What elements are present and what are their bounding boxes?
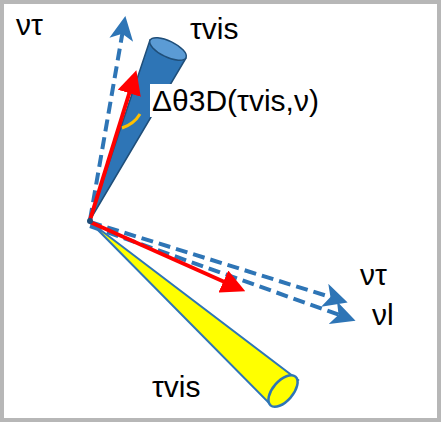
jet-label: τvis <box>190 12 239 45</box>
yellow-jet-cone <box>90 222 303 412</box>
angle-arc <box>122 114 140 128</box>
visible-momentum-arrow <box>90 222 238 288</box>
neutrino-arrow <box>90 222 340 300</box>
neutrino-label: νl <box>372 298 394 331</box>
tau-decay-illustration <box>4 4 437 418</box>
jet-label: τvis <box>150 370 203 403</box>
neutrino-label: ντ <box>360 258 387 291</box>
visible-momentum-arrow <box>90 78 134 220</box>
neutrino-label: ντ <box>16 8 43 41</box>
angle-label: Δθ3D(τvis,ν) <box>150 84 321 117</box>
vertex-point <box>87 218 93 224</box>
